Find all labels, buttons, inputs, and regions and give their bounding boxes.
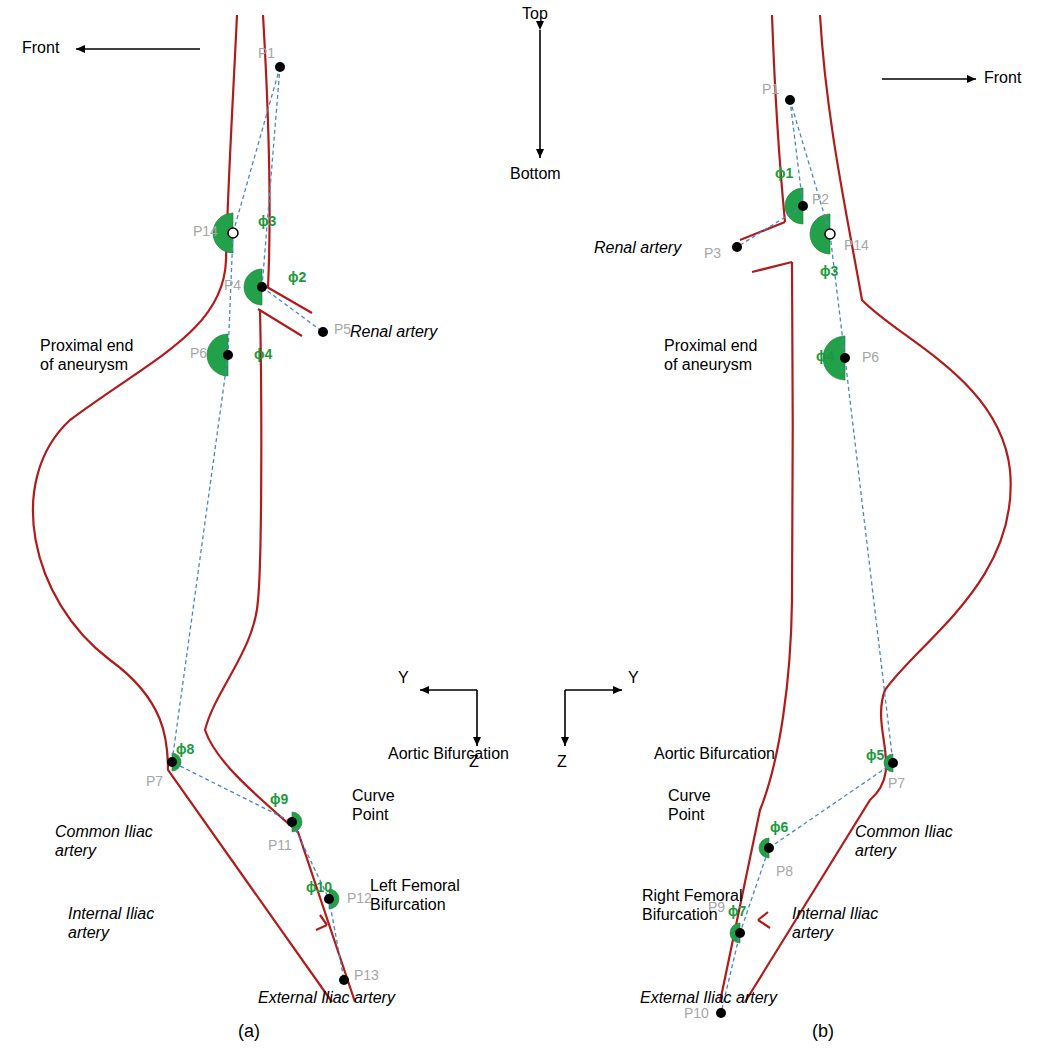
landmark-label: Left Femoral Bifurcation	[370, 876, 470, 914]
angle-label: ϕ6	[770, 818, 788, 837]
point-label: P4	[224, 276, 241, 295]
point-label: P6	[862, 348, 879, 367]
angle-label: ϕ10	[306, 878, 332, 897]
axis-label: Z	[557, 752, 567, 771]
landmark-label: Aortic Bifurcation	[388, 744, 509, 763]
vessel-label: Renal artery	[594, 238, 681, 257]
landmark-label: Curve Point	[352, 786, 402, 824]
angle-label: ϕ7	[728, 902, 746, 921]
point-label: P6	[190, 344, 207, 363]
landmark-points	[167, 62, 898, 1018]
point-label: P7	[146, 772, 163, 791]
point-label: P12	[347, 889, 372, 908]
point-label: P7	[888, 774, 905, 793]
axis-label: Y	[628, 668, 639, 687]
angle-label: ϕ9	[270, 790, 288, 809]
point-label: P1	[258, 44, 275, 63]
angle-markers	[172, 188, 893, 943]
vessel-label: Internal Iliac artery	[792, 904, 897, 942]
axis-label: Y	[398, 668, 409, 687]
point-label: P10	[684, 1004, 709, 1023]
vessel-walls	[33, 15, 1011, 1002]
vessel-label: External Iliac artery	[640, 988, 777, 1007]
angle-label: ϕ4	[816, 347, 834, 366]
angle-label: ϕ2	[288, 268, 306, 287]
point-label: P8	[776, 862, 793, 881]
angle-label: ϕ3	[258, 212, 276, 231]
panel-label: (b)	[812, 1022, 834, 1041]
region-label: Proximal end of aneurysm	[664, 336, 769, 374]
point-label: P1	[762, 80, 779, 99]
vessel-label: Internal Iliac artery	[68, 904, 173, 942]
direction-label: Front	[984, 68, 1021, 87]
angle-label: ϕ8	[176, 740, 194, 759]
point-label: P14	[844, 236, 869, 255]
dashed-links	[172, 67, 893, 1013]
landmark-label: Curve Point	[668, 786, 718, 824]
vessel-label: External Iliac artery	[258, 988, 395, 1007]
direction-label: Top	[522, 4, 548, 23]
vessel-label: Common Iliac artery	[855, 822, 960, 860]
point-label: P3	[704, 244, 721, 263]
point-label: P5	[334, 320, 351, 339]
vessel-label: Common Iliac artery	[55, 822, 160, 860]
angle-label: ϕ3	[820, 262, 838, 281]
angle-label: ϕ5	[866, 746, 884, 765]
landmark-label: Right Femoral Bifurcation	[642, 886, 750, 924]
region-label: Proximal end of aneurysm	[40, 336, 145, 374]
panel-label: (a)	[238, 1022, 260, 1041]
point-label: P2	[812, 190, 829, 209]
direction-label: Front	[22, 38, 59, 57]
direction-label: Bottom	[510, 164, 561, 183]
point-label: P13	[354, 966, 379, 985]
direction-arrows	[76, 30, 976, 746]
angle-label: ϕ1	[775, 164, 793, 183]
angle-label: ϕ4	[254, 345, 272, 364]
vessel-label: Renal artery	[350, 322, 437, 341]
landmark-label: Aortic Bifurcation	[654, 744, 775, 763]
point-label: P11	[268, 836, 292, 855]
point-label: P14	[193, 222, 218, 241]
